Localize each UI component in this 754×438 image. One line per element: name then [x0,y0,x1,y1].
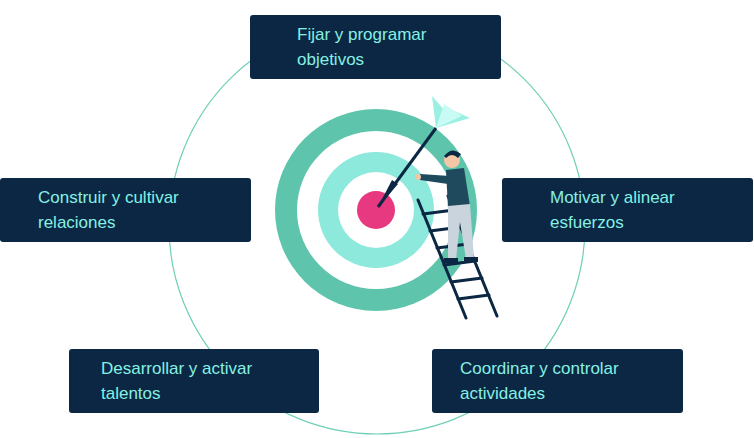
person [415,150,478,263]
box-label: Motivar y alinear esfuerzos [550,185,741,235]
label-box: Motivar y alinear esfuerzos [502,178,753,242]
ladder [418,196,497,318]
label-box: Fijar y programar objetivos [250,15,501,79]
label-box: Desarrollar y activar talentos [69,349,319,413]
target [275,109,477,311]
box-label: Fijar y programar objetivos [297,22,489,72]
box-label: Construir y cultivar relaciones [38,185,239,235]
box-label: Coordinar y controlar actividades [460,356,671,406]
dart [378,96,470,207]
box-label: Desarrollar y activar talentos [101,356,307,406]
label-box: Construir y cultivar relaciones [0,178,251,242]
label-box: Coordinar y controlar actividades [432,349,683,413]
